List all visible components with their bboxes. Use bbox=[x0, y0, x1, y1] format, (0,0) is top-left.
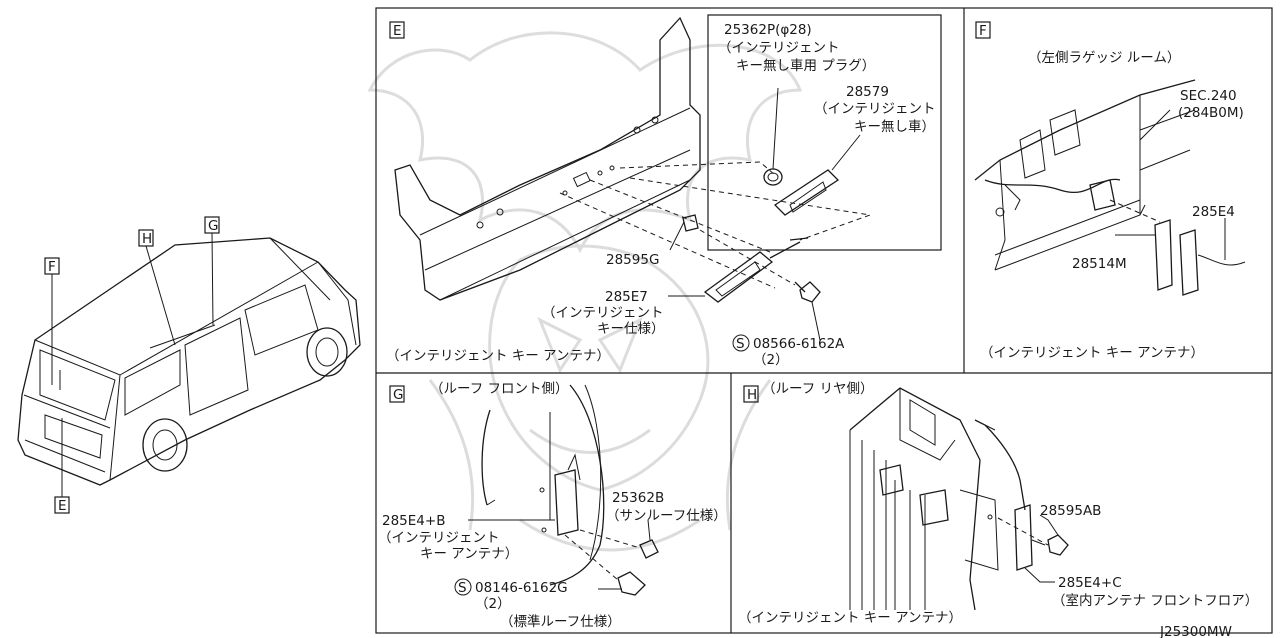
label-285e7-desc-2: キー仕様） bbox=[597, 321, 665, 337]
label-08566-qty: （2） bbox=[753, 352, 789, 368]
panel-h-letter: H bbox=[747, 387, 757, 403]
label-25362b: 25362B bbox=[612, 490, 664, 506]
panel-frames bbox=[375, 7, 1273, 634]
label-sec240: SEC.240 bbox=[1180, 88, 1237, 104]
panel-e-letter: E bbox=[393, 23, 402, 39]
svg-text:H: H bbox=[142, 231, 152, 247]
marker-h: H bbox=[138, 229, 176, 346]
panel-g-letter: G bbox=[393, 387, 403, 403]
label-285e4c-desc: （室内アンテナ フロントフロア） bbox=[1052, 592, 1258, 609]
label-25362p-desc-1: （インテリジェント bbox=[718, 40, 840, 56]
label-28579-desc-1: （インテリジェント bbox=[814, 101, 936, 117]
panel-g: G （ルーフ フロント側） 25362B （サンルーフ仕様） 285E4+B （… bbox=[378, 381, 727, 630]
diagram-code: J25300MW bbox=[1159, 624, 1232, 638]
label-285e4c: 285E4+C bbox=[1058, 575, 1122, 591]
label-08146: 08146-6162G bbox=[475, 580, 568, 596]
label-25362b-desc: （サンルーフ仕様） bbox=[606, 508, 727, 524]
svg-text:G: G bbox=[208, 218, 218, 234]
panel-e-caption: （インテリジェント キー アンテナ） bbox=[386, 348, 610, 364]
label-28595g: 28595G bbox=[606, 252, 659, 268]
svg-text:F: F bbox=[48, 259, 56, 275]
marker-g: G bbox=[204, 216, 220, 326]
marker-f: F bbox=[44, 257, 60, 385]
label-285e7: 285E7 bbox=[605, 289, 648, 305]
label-sec240-ref: (284B0M) bbox=[1178, 105, 1244, 121]
label-25362p-desc-2: キー無し車用 プラグ） bbox=[736, 58, 875, 74]
screw-symbol-e bbox=[732, 334, 750, 352]
panel-g-title: （ルーフ フロント側） bbox=[430, 381, 568, 397]
panel-h-title: （ルーフ リヤ側） bbox=[762, 381, 873, 397]
svg-text:E: E bbox=[58, 498, 67, 514]
panel-f-letter: F bbox=[979, 23, 987, 39]
label-285e4b-desc-2: キー アンテナ） bbox=[420, 546, 518, 562]
label-285e4b: 285E4+B bbox=[382, 513, 445, 529]
label-28514m: 28514M bbox=[1072, 256, 1127, 272]
label-28595ab: 28595AB bbox=[1040, 503, 1101, 519]
panel-f-caption: （インテリジェント キー アンテナ） bbox=[980, 345, 1204, 361]
panel-f: F （左側ラゲッジ ルーム） SEC.240 (284B0M) 285E4 28… bbox=[974, 21, 1246, 361]
label-25362p: 25362P(φ28) bbox=[724, 22, 812, 38]
panel-f-title: （左側ラゲッジ ルーム） bbox=[1028, 50, 1180, 66]
watermark-emblem bbox=[367, 31, 803, 552]
label-285e4b-desc-1: （インテリジェント bbox=[378, 530, 500, 546]
panel-e: E bbox=[386, 14, 942, 368]
vehicle-overview: F H G E bbox=[17, 216, 361, 514]
screw-symbol-g bbox=[454, 578, 472, 596]
label-28579: 28579 bbox=[846, 84, 889, 100]
screw-symbol-e-text: S bbox=[736, 336, 745, 352]
label-08146-qty: （2） bbox=[475, 596, 511, 612]
panel-e-letter-box bbox=[389, 21, 405, 39]
label-08566: 08566-6162A bbox=[753, 336, 845, 352]
label-285e4: 285E4 bbox=[1192, 204, 1235, 220]
screw-symbol-g-text: S bbox=[458, 580, 467, 596]
panel-h-caption: （インテリジェント キー アンテナ） bbox=[738, 610, 962, 626]
panel-h: H （ルーフ リヤ側） 28595AB 285E4+C （室内アンテナ フロント… bbox=[738, 381, 1258, 626]
marker-e: E bbox=[54, 418, 70, 514]
panel-g-caption: （標準ルーフ仕様） bbox=[500, 614, 621, 630]
label-285e7-desc-1: （インテリジェント bbox=[542, 305, 664, 321]
label-28579-desc-2: キー無し車） bbox=[854, 119, 935, 135]
